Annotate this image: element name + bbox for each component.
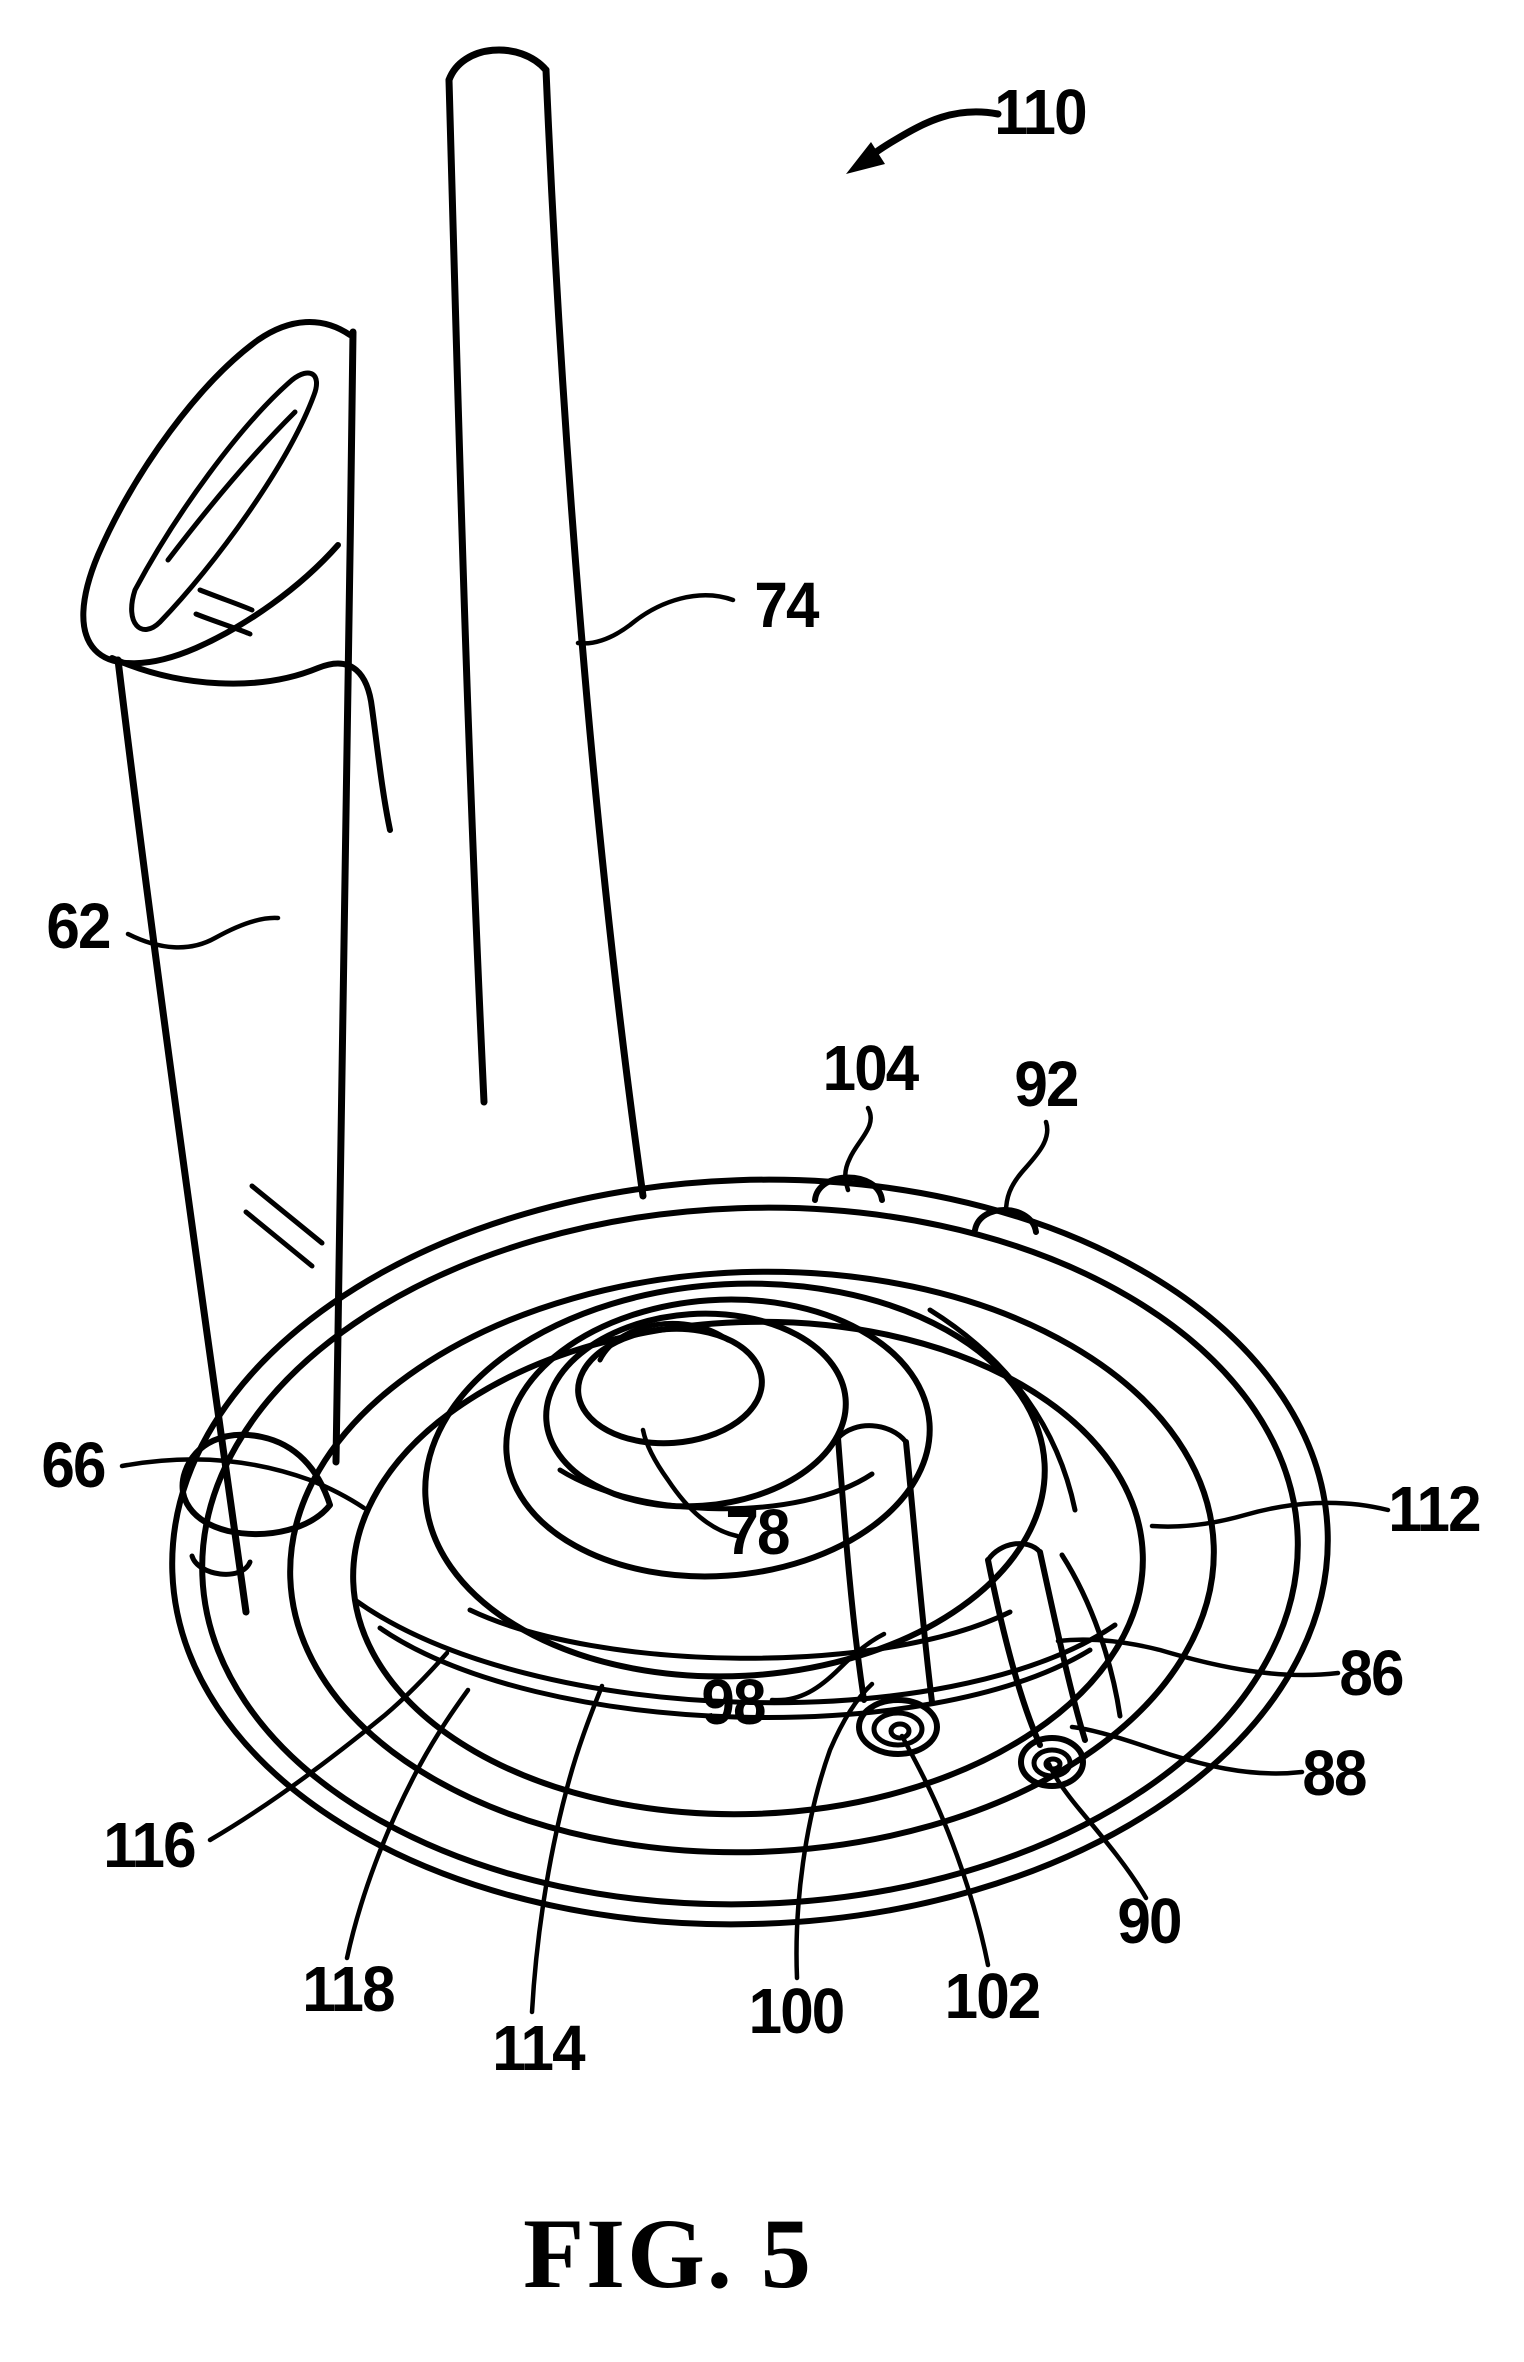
ref-label-100: 100 — [748, 1975, 846, 2047]
fan-blade-62 — [80, 319, 393, 1616]
leader-66 — [119, 1457, 367, 1511]
ref-label-98: 98 — [701, 1666, 766, 1738]
hub-rings — [169, 1176, 1331, 1928]
retention-lug — [179, 1431, 333, 1577]
leader-102 — [899, 1733, 991, 1968]
ref-label-78: 78 — [725, 1496, 790, 1568]
leader-86 — [1055, 1637, 1341, 1678]
ref-label-62: 62 — [46, 890, 111, 962]
figure-caption: FIG. 5 — [523, 2198, 813, 2309]
leader-116 — [207, 1650, 450, 1843]
leader-78 — [640, 1427, 740, 1539]
fan-blade-74 — [445, 46, 647, 1200]
leader-118 — [344, 1687, 471, 1961]
leader-88 — [1069, 1724, 1305, 1776]
leader-104 — [843, 1105, 873, 1193]
leader-98 — [769, 1631, 887, 1703]
leader-74 — [575, 593, 736, 646]
ref-label-102: 102 — [944, 1960, 1042, 2032]
ref-label-86: 86 — [1339, 1637, 1404, 1709]
ref-label-110: 110 — [994, 76, 1087, 148]
leader-62 — [125, 915, 281, 950]
ref-label-104: 104 — [822, 1032, 920, 1104]
assembly-arrow — [846, 108, 1002, 174]
pin-98 — [835, 1423, 940, 1757]
ref-label-118: 118 — [302, 1953, 395, 2025]
leader-112 — [1149, 1500, 1391, 1529]
link-arm-86 — [985, 1541, 1123, 1789]
leader-92 — [1003, 1119, 1050, 1215]
ref-label-92: 92 — [1014, 1048, 1079, 1120]
arrowhead-icon — [846, 142, 885, 174]
ref-label-114: 114 — [492, 2012, 585, 2084]
leader-lines — [119, 593, 1391, 2015]
ref-label-90: 90 — [1117, 1885, 1182, 1957]
ref-label-112: 112 — [1388, 1473, 1481, 1545]
ref-label-74: 74 — [754, 569, 819, 641]
leader-90 — [1046, 1761, 1149, 1901]
ref-label-66: 66 — [41, 1429, 106, 1501]
ref-label-116: 116 — [103, 1809, 196, 1881]
leader-100 — [794, 1681, 875, 1981]
leader-114 — [529, 1683, 605, 2015]
ref-label-88: 88 — [1302, 1737, 1367, 1809]
